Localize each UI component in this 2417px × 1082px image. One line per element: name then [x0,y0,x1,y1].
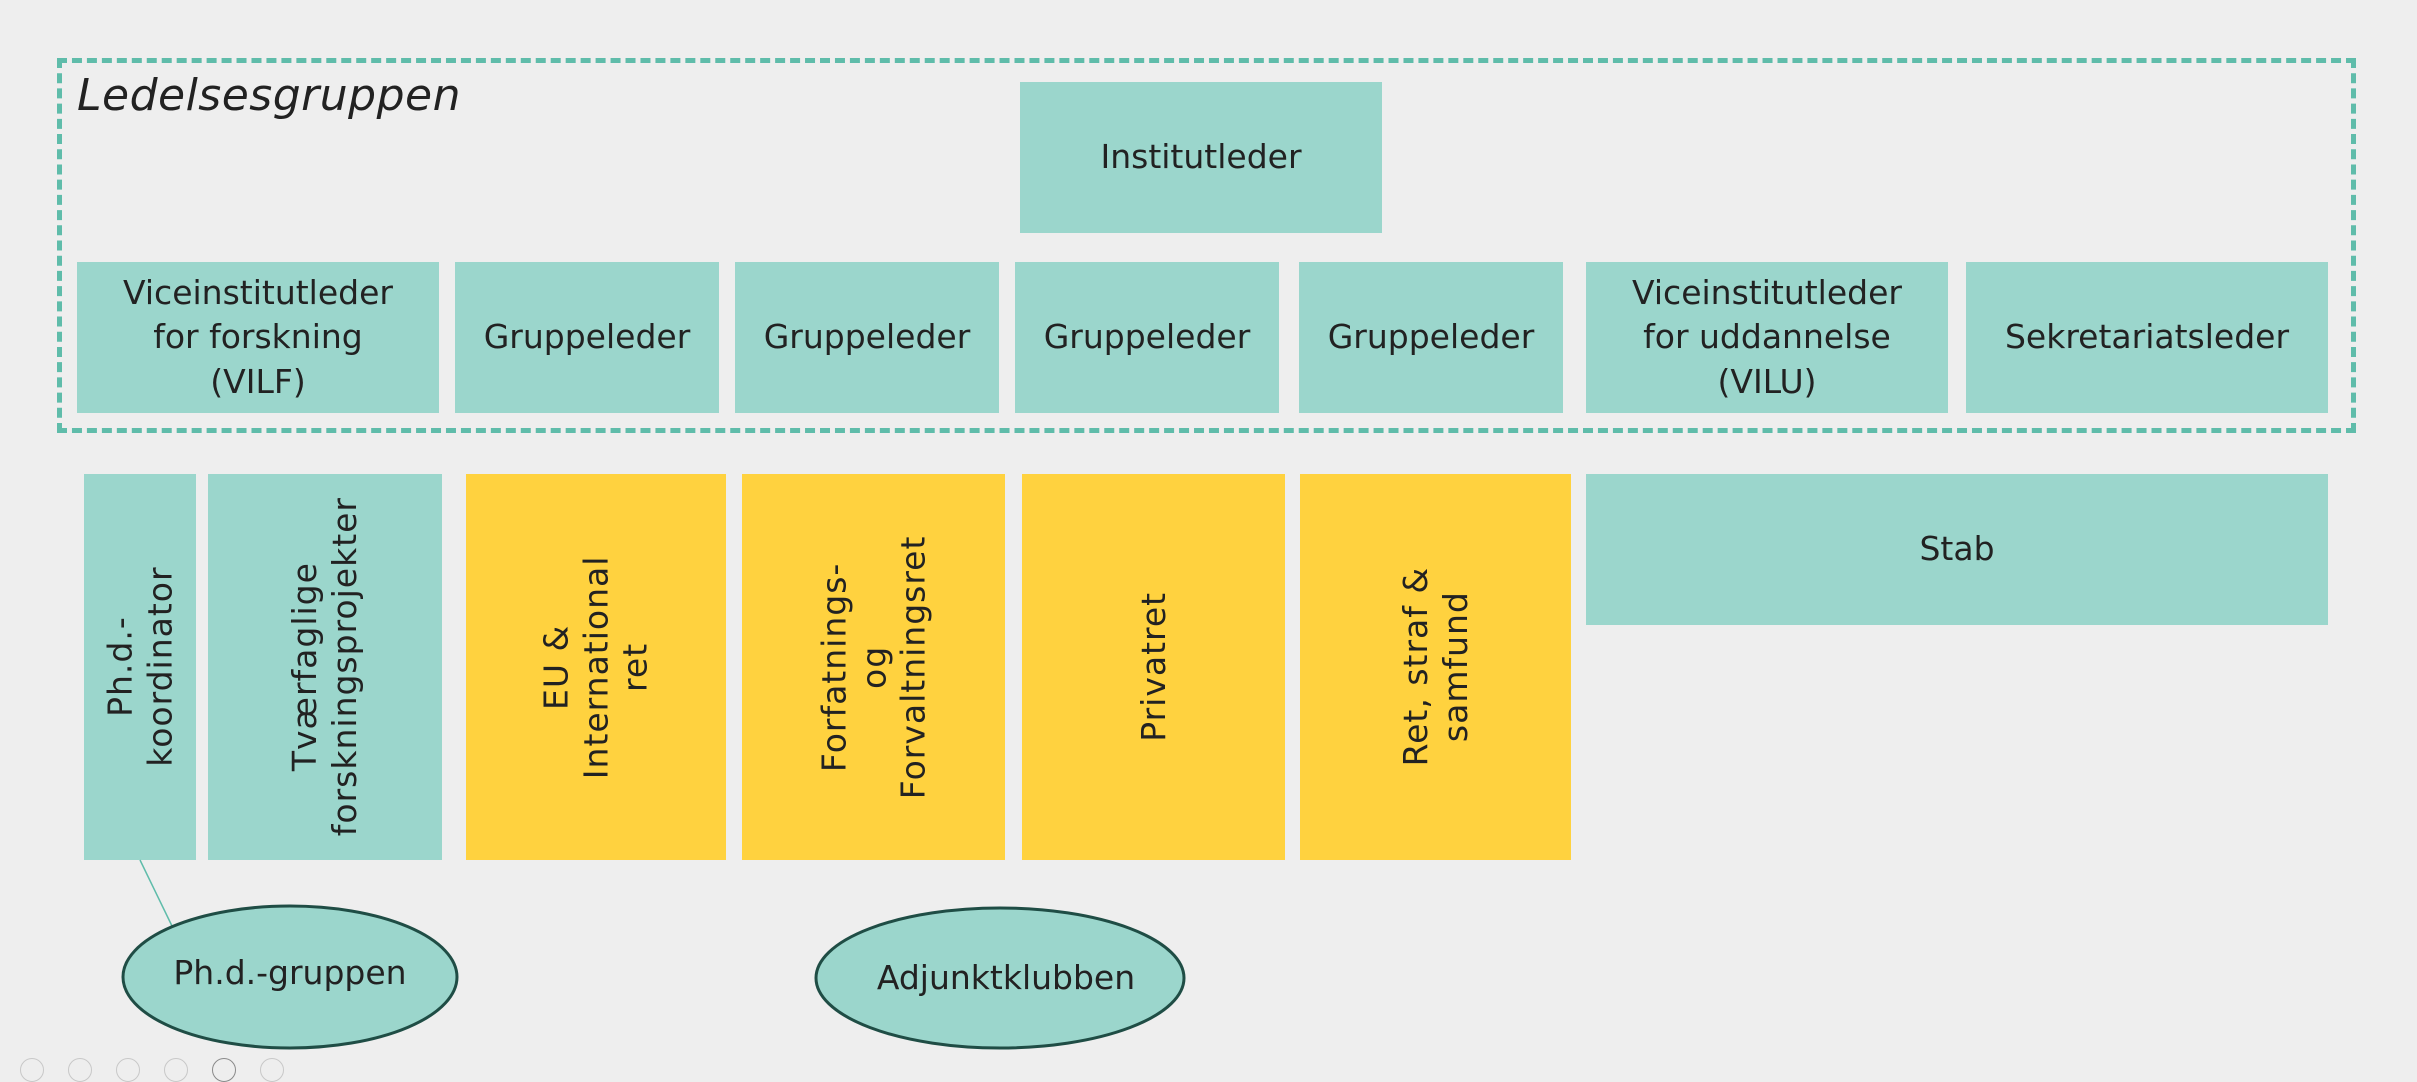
interdisciplinary-projects-box[interactable]: Tværfaglige forskningsprojekter [208,474,442,860]
phd-group-ellipse[interactable] [121,904,459,1050]
slide-nav-dot[interactable] [260,1058,284,1082]
institute-head-box[interactable]: Institutleder [1020,82,1382,233]
secretariat-head-box[interactable]: Sekretariatsleder [1966,262,2328,413]
vice-head-research-label: Viceinstitutleder for forskning (VILF) [123,272,393,401]
adjunct-club-label: Adjunktklubben [876,958,1136,997]
research-group-constitutional-admin-box[interactable]: Forfatnings- og Forvaltningsret [742,474,1005,860]
slide-nav-dots [20,1058,284,1082]
slide-nav-dot[interactable] [116,1058,140,1082]
group-leader-box-4[interactable]: Gruppeleder [1299,262,1563,413]
group-leader-label: Gruppeleder [763,317,971,357]
group-leader-box-1[interactable]: Gruppeleder [455,262,719,413]
group-leader-label: Gruppeleder [483,317,691,357]
group-leader-label: Gruppeleder [1327,317,1535,357]
slide-nav-dot-active[interactable] [212,1058,236,1082]
leadership-group-title: Ledelsesgruppen [77,70,461,121]
vice-head-research-box[interactable]: Viceinstitutleder for forskning (VILF) [77,262,439,413]
phd-coordinator-box[interactable]: Ph.d.-koordinator [84,474,196,860]
phd-group-label: Ph.d.-gruppen [173,953,407,992]
slide-nav-dot[interactable] [164,1058,188,1082]
vice-head-education-label: Viceinstitutleder for uddannelse (VILU) [1632,272,1902,401]
adjunct-club-ellipse[interactable] [814,906,1186,1050]
secretariat-head-label: Sekretariatsleder [2004,317,2290,357]
group-leader-box-2[interactable]: Gruppeleder [735,262,999,413]
leadership-group-border [57,58,2356,433]
staff-box[interactable]: Stab [1586,474,2328,625]
institute-head-label: Institutleder [1100,137,1302,177]
staff-label: Stab [1919,529,1995,569]
slide-nav-dot[interactable] [20,1058,44,1082]
phd-connector-line [139,859,173,927]
vice-head-education-box[interactable]: Viceinstitutleder for uddannelse (VILU) [1586,262,1948,413]
slide-nav-dot[interactable] [68,1058,92,1082]
research-group-eu-international-box[interactable]: EU & International ret [466,474,726,860]
research-group-private-law-box[interactable]: Privatret [1022,474,1285,860]
group-leader-label: Gruppeleder [1043,317,1251,357]
research-group-law-crime-society-box[interactable]: Ret, straf & samfund [1300,474,1571,860]
group-leader-box-3[interactable]: Gruppeleder [1015,262,1279,413]
